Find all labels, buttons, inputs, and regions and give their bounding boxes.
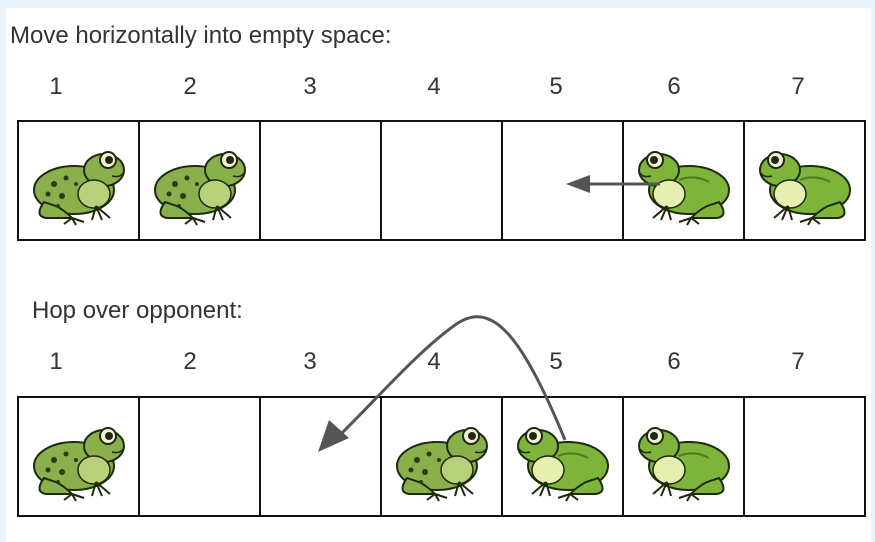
panel1-position-2: 2 xyxy=(183,73,197,100)
panel1-title: Move horizontally into empty space: xyxy=(10,22,392,49)
panel1-position-6: 6 xyxy=(667,73,681,100)
panel2-position-7: 7 xyxy=(791,348,805,375)
panel1-position-7: 7 xyxy=(791,73,805,100)
panel1-cell-5 xyxy=(503,122,624,239)
panel1-cell-2 xyxy=(140,122,261,239)
panel2-cell-4 xyxy=(382,398,503,515)
panel2-title: Hop over opponent: xyxy=(32,297,243,324)
panel1-position-1: 1 xyxy=(49,73,63,100)
panel2-cell-6 xyxy=(624,398,745,515)
panel2-cell-7 xyxy=(745,398,864,515)
panel2-position-3: 3 xyxy=(303,348,317,375)
panel1-cell-1 xyxy=(19,122,140,239)
panel2-cell-1 xyxy=(19,398,140,515)
dark-frog-icon xyxy=(33,151,125,226)
dark-frog-icon xyxy=(396,427,488,502)
panel2-position-1: 1 xyxy=(49,348,63,375)
dark-frog-icon xyxy=(33,427,125,502)
panel2-position-6: 6 xyxy=(667,348,681,375)
panel1-cell-4 xyxy=(382,122,503,239)
panel2-cell-2 xyxy=(140,398,261,515)
panel1-cell-6 xyxy=(624,122,745,239)
panel1-position-3: 3 xyxy=(303,73,317,100)
panel2-position-4: 4 xyxy=(427,348,441,375)
light-frog-icon xyxy=(638,151,730,226)
panel2-position-2: 2 xyxy=(183,348,197,375)
light-frog-icon xyxy=(638,427,730,502)
panel2-board xyxy=(17,396,866,517)
panel2-cell-5 xyxy=(503,398,624,515)
panel1-board xyxy=(17,120,866,241)
panel1-position-4: 4 xyxy=(427,73,441,100)
panel1-cell-7 xyxy=(745,122,864,239)
panel1-cell-3 xyxy=(261,122,382,239)
panel2-position-5: 5 xyxy=(549,348,563,375)
light-frog-icon xyxy=(517,427,609,502)
panel2-cell-3 xyxy=(261,398,382,515)
panel1-position-5: 5 xyxy=(549,73,563,100)
light-frog-icon xyxy=(759,151,851,226)
dark-frog-icon xyxy=(154,151,246,226)
